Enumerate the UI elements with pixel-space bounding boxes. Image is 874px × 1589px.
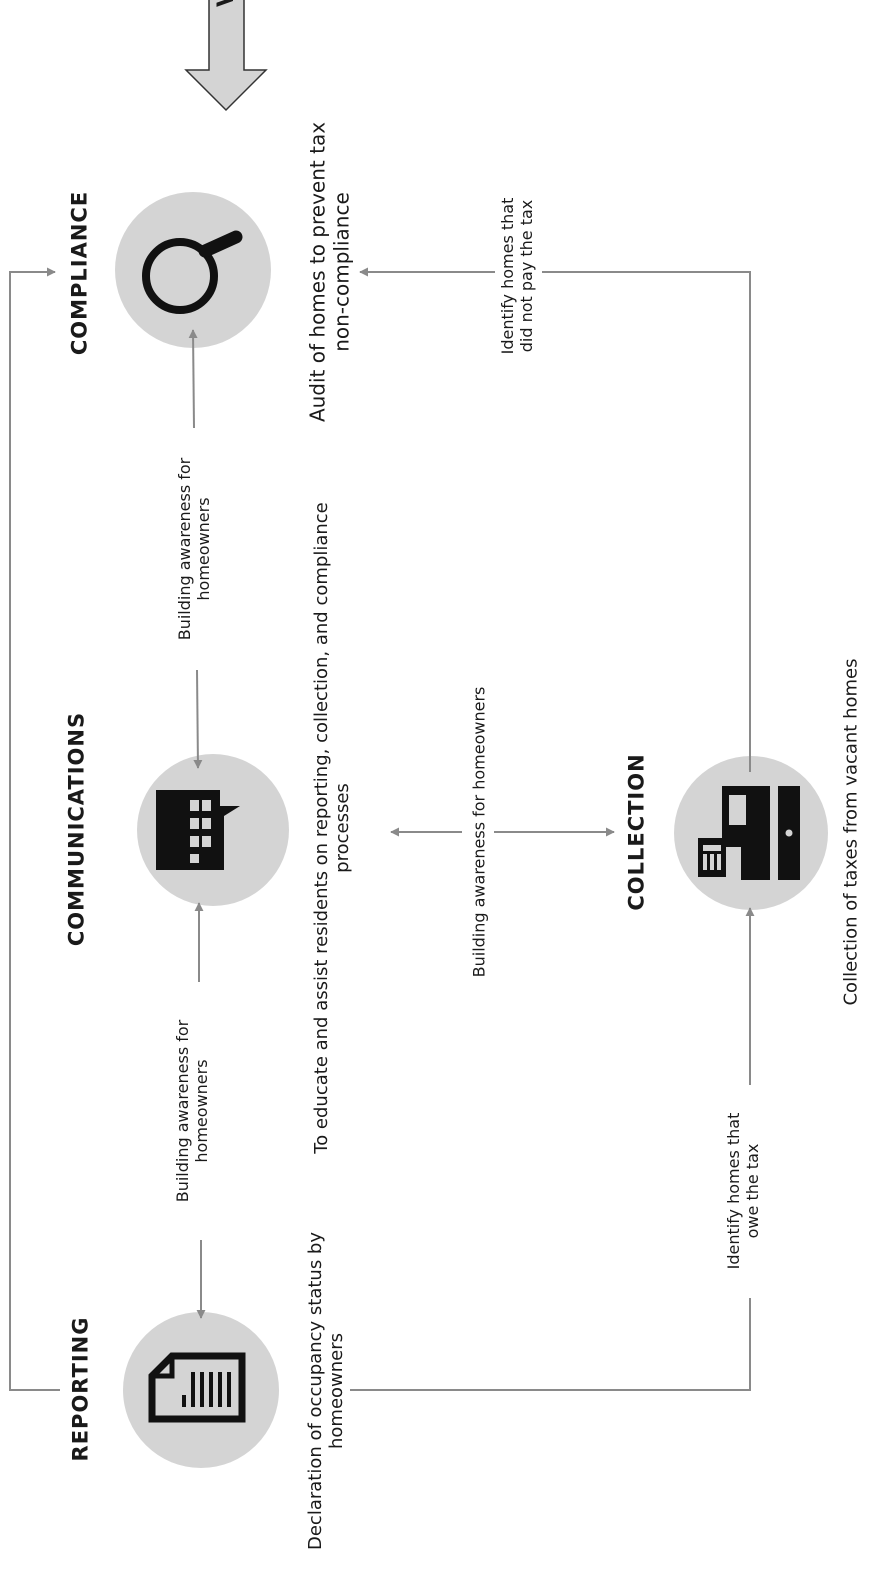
edge-label-communications-compliance: Building awareness for homeowners xyxy=(175,457,213,641)
compliance-description: Audit of homes to prevent tax non-compli… xyxy=(305,121,353,423)
edge-label-collection-compliance: Identify homes that did not pay the tax xyxy=(498,197,536,355)
edge-label-reporting-communications: Building awareness for homeowners xyxy=(173,1019,211,1203)
reporting-description: Declaration of occupancy status by homeo… xyxy=(304,1231,347,1551)
edge-label-reporting-collection: Identify homes that owe the tax xyxy=(724,1112,762,1270)
document-icon xyxy=(148,1352,246,1423)
magnifying-glass-icon xyxy=(142,230,243,314)
edge-label-communications-collection: Building awareness for homeowners xyxy=(469,686,489,978)
compliance-title: COMPLIANCE xyxy=(67,190,92,356)
top-down-arrow xyxy=(184,0,268,112)
cash-register-icon xyxy=(698,786,800,880)
collection-title: COLLECTION xyxy=(624,753,649,911)
communications-title: COMMUNICATIONS xyxy=(64,711,89,947)
collection-description: Collection of taxes from vacant homes xyxy=(840,658,862,1006)
speech-bubble-icon xyxy=(156,790,240,870)
top-arrow-text: V xyxy=(214,0,240,7)
compliance-circle xyxy=(115,192,271,348)
connectors xyxy=(9,267,755,1391)
reporting-title: REPORTING xyxy=(68,1316,93,1462)
communications-description: To educate and assist residents on repor… xyxy=(310,502,353,1154)
